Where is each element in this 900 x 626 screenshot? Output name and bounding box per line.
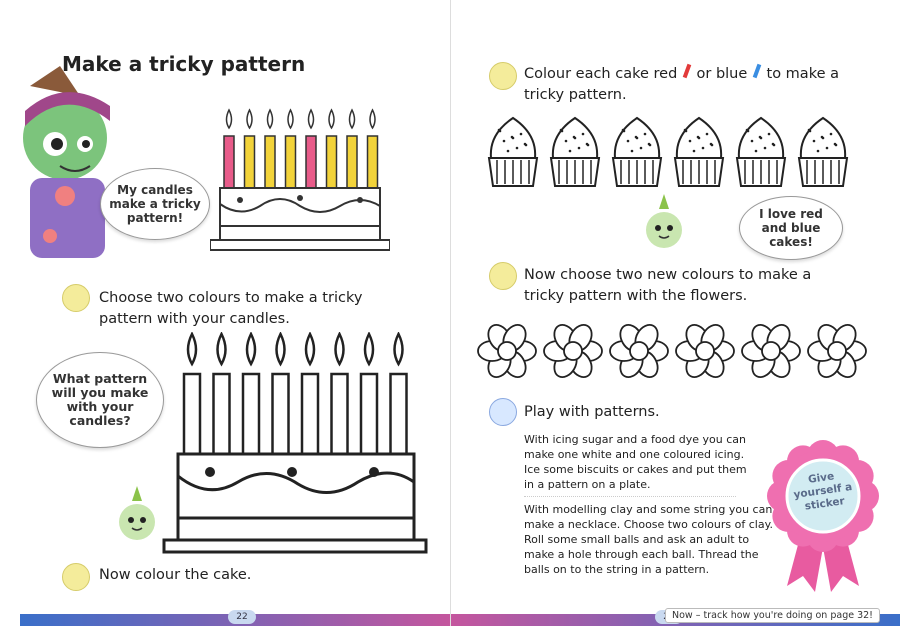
- flower-outline: [675, 323, 735, 379]
- example-candle: [243, 108, 256, 189]
- instruction-cakes-part3: to make a tricky pattern.: [524, 66, 839, 103]
- flower-outline: [477, 323, 537, 379]
- flower-outline: [609, 323, 669, 379]
- example-candle: [325, 108, 338, 189]
- pear-icon: [62, 284, 90, 312]
- footer-note: Now – track how you're doing on page 32!: [665, 608, 880, 623]
- outline-candle: [330, 332, 349, 456]
- pear-icon: [62, 563, 90, 591]
- example-candle: [284, 108, 297, 189]
- play-heading: Play with patterns.: [524, 404, 660, 420]
- children-playing-icon: [489, 398, 517, 426]
- instruction-flowers: Now choose two new colours to make a tri…: [524, 267, 812, 304]
- cupcake-outline: [487, 116, 539, 187]
- cupcake-outline: [611, 116, 663, 187]
- example-candle: [346, 108, 358, 189]
- outline-candle: [212, 332, 231, 456]
- pear-icon: [489, 62, 517, 90]
- outline-candle: [389, 332, 408, 456]
- cupcake-outline: [549, 116, 601, 187]
- cupcake-row: [487, 116, 849, 187]
- example-candle: [264, 108, 276, 189]
- blue-pencil-icon: [752, 63, 762, 79]
- speech-bubble-love: I love red and blue cakes!: [739, 196, 843, 260]
- flower-outline: [807, 323, 867, 379]
- cupcake-outline: [735, 116, 787, 187]
- outline-candle: [271, 332, 290, 456]
- red-pencil-icon: [682, 63, 692, 79]
- outline-candle: [359, 332, 379, 456]
- flower-outline: [543, 323, 603, 379]
- instruction-colour-cake: Now colour the cake.: [99, 567, 252, 583]
- example-candle: [223, 108, 235, 189]
- outline-candle: [182, 332, 202, 456]
- speech-bubble-question: What pattern will you make with your can…: [36, 352, 164, 448]
- monster-character-illustration: [23, 66, 110, 258]
- colouring-cake-illustration: [162, 332, 428, 554]
- outline-candle: [300, 332, 320, 456]
- instruction-cakes: Colour each cake red or blue to make a t…: [524, 63, 844, 106]
- example-candle: [305, 108, 317, 189]
- cupcake-outline: [673, 116, 725, 187]
- play-paragraph-2: With modelling clay and some string you …: [524, 503, 774, 576]
- page-title: Make a tricky pattern: [62, 52, 306, 76]
- page-number-left: 22: [228, 610, 256, 624]
- bulb-character-illustration: [119, 486, 155, 540]
- flower-row: [477, 323, 867, 379]
- outline-candle: [241, 332, 261, 456]
- instruction-candles: Choose two colours to make a tricky patt…: [99, 290, 363, 327]
- play-paragraph-1: With icing sugar and a food dye you can …: [524, 433, 747, 491]
- flower-outline: [741, 323, 801, 379]
- example-candle: [366, 108, 379, 189]
- speech-bubble-candles: My candles make a tricky pattern!: [100, 168, 210, 240]
- pear-icon: [489, 262, 517, 290]
- instruction-cakes-part1: Colour each cake red: [524, 66, 678, 82]
- cupcake-outline: [797, 116, 849, 187]
- right-page: Colour each cake red or blue to make a t…: [451, 0, 900, 626]
- sticker-rosette: [767, 440, 879, 592]
- example-cake-illustration: [210, 108, 390, 251]
- left-page: Make a tricky pattern My candles make a …: [20, 0, 451, 626]
- instruction-cakes-part2: or blue: [696, 66, 748, 82]
- bulb-character-illustration: [646, 194, 682, 248]
- dotted-divider: [524, 496, 736, 497]
